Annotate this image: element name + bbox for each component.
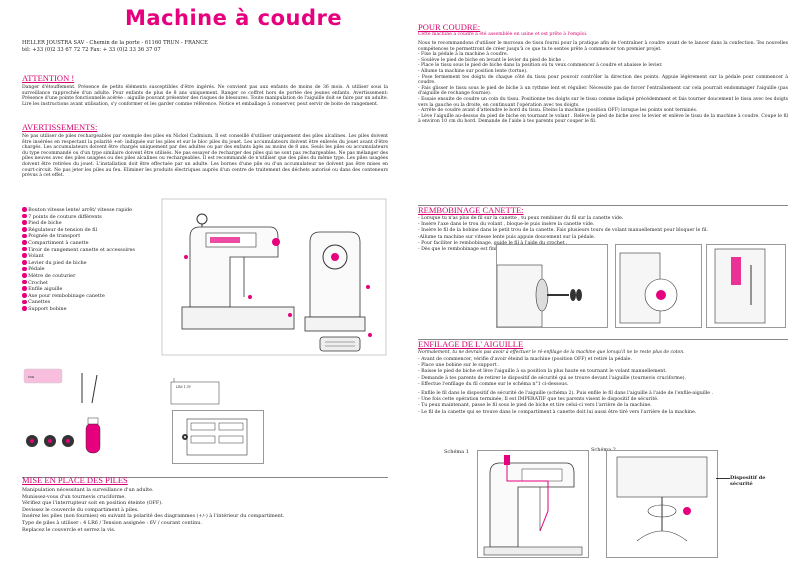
list-item: Pédale (22, 266, 172, 273)
dispositif-label: Dispositif de sécurité (730, 475, 766, 487)
text-line: - Lève l'aiguille au-dessus du pied de b… (418, 113, 788, 125)
threading-schema-2 (606, 450, 718, 558)
dispositif-pointer (716, 478, 730, 479)
enfilage-heading: ENFILAGE DE L' AIGUILLE (418, 339, 524, 349)
text-line: - Fixe la pédale à la machine à coudre. (418, 52, 509, 58)
text-line: Replacez le couvercle et serrez la vis. (22, 526, 116, 533)
text-line: - Effectue l'enfilage du fil comme sur l… (418, 381, 569, 387)
text-line: - Enfile le fil dans le dispositif de sé… (418, 391, 714, 397)
list-item: Enfile aiguille (22, 286, 172, 293)
text-line: Munissez-vous d'un tournevis cruciforme. (22, 493, 126, 500)
text-line: - Lorsque tu n'as plus de fil sur la can… (418, 216, 624, 221)
number-badge (22, 226, 27, 232)
enfilage-text: - Avant de commencer, vérifie d'avoir ét… (418, 357, 788, 416)
text-line: Insérez les piles (non fournies) en suiv… (22, 513, 285, 520)
list-item: 7 points de couture différents (22, 214, 172, 221)
avertissements-heading: AVERTISSEMENTS: (22, 122, 98, 132)
text-line: - Avant de commencer, vérifie d'avoir ét… (418, 357, 632, 362)
divider (418, 205, 788, 206)
text-line: Type de piles à utiliser : 4 LR6 / Tensi… (22, 519, 202, 526)
attention-heading: ATTENTION ! (22, 73, 75, 83)
text-line: - Place le tissu sous le pied de biche d… (418, 63, 663, 69)
text-line: - Demande à tes parents de retirer le di… (418, 375, 686, 381)
list-item: Canettes (22, 299, 172, 306)
schema-2-label: Schéma 2 (591, 447, 616, 453)
text-line: - Tu peux maintenant, passe le fil sous … (418, 403, 652, 409)
pour-coudre-text: Nous te recommandons d'utiliser le morce… (418, 41, 788, 125)
text-line: - Le fil de la canette qui se trouve dan… (418, 409, 697, 415)
text-line: Devissez le couvercle du compartiment à … (22, 506, 139, 513)
text-line: - Pour faciliter le rembobinage, guide l… (418, 240, 568, 246)
enfilage-subheading: Normalement, tu ne devrais pas avoir à e… (418, 350, 685, 355)
number-badge (22, 207, 27, 212)
text-line: - Baisse le pied de biche et lève l'aigu… (418, 369, 667, 375)
text-line: - Pose fermement tes doigts de chaque cô… (418, 74, 788, 86)
text-line: - Insère l'axe dans le trou du volant , … (418, 222, 595, 228)
list-item: Régulateur de tension de fil (22, 227, 172, 234)
text-line: -Allume ta machine sur vitesse lente pui… (418, 234, 596, 240)
text-line: Nous te recommandons d'utiliser le morce… (418, 41, 788, 52)
text-line: - Arrête de coudre avant d'atteindre le … (418, 108, 698, 114)
text-line: Manipulation nécessitant la surveillance… (22, 487, 154, 493)
machine-illustration (160, 197, 388, 357)
number-badge (22, 253, 27, 258)
list-item: Mètre de couturier (22, 273, 172, 280)
number-badge (22, 299, 27, 305)
address-line: HELLER JOUSTRA SAV - Chemin de la porte … (22, 40, 208, 46)
schema-1-label: Schéma 1 (444, 449, 469, 455)
text-line: - Place une bobine sur le support . (418, 363, 500, 369)
battery-compartment-illustration (172, 410, 264, 464)
list-item: Compartiment à canette (22, 240, 172, 247)
list-item: Bouton vitesse lente/ arrêt/ vitesse rap… (22, 207, 172, 214)
list-item: Volant (22, 253, 172, 260)
pour-coudre-heading: POUR COUDRE: (418, 22, 481, 32)
list-item: Support bobine (22, 306, 172, 313)
list-item: Crochet (22, 280, 172, 287)
list-item: Levier du pied de biche (22, 260, 172, 267)
number-badge (22, 266, 27, 272)
battery-cover-illustration (170, 378, 220, 406)
list-item: Pied de biche (22, 220, 172, 227)
bobbin-winding-illustration-3 (706, 244, 786, 328)
mise-en-place-heading: MISE EN PLACE DES PILES (22, 475, 128, 485)
list-item: Tiroir de rangement canette et accessoir… (22, 247, 172, 254)
attention-text: Danger d'étouffement. Présence de petits… (22, 85, 388, 107)
number-badge (22, 220, 27, 225)
address-block: HELLER JOUSTRA SAV - Chemin de la porte … (22, 40, 252, 54)
text-line: - Allume ta machine sur position lente (… (418, 68, 528, 74)
bobbin-winding-illustration-1 (496, 244, 608, 328)
number-badge (22, 240, 27, 245)
number-badge (22, 273, 27, 278)
number-badge (22, 292, 27, 298)
threading-schema-1 (477, 450, 589, 558)
avertissements-text: Ne pas utiliser de piles rechargeables p… (22, 134, 388, 179)
accessories-illustration: cm (22, 363, 162, 463)
number-badge (22, 233, 27, 239)
number-badge (22, 286, 27, 291)
text-line: - Insère le fil de la bobine dans le pet… (418, 228, 708, 234)
pour-coudre-subheading: Cette machine à coudre a été assemblée e… (418, 32, 588, 37)
text-line: - Une fois cette opération terminée, Il … (418, 397, 659, 403)
rembobinage-heading: REMBOBINAGE CANETTE: (418, 205, 524, 215)
number-badge (22, 279, 27, 285)
mise-en-place-text: Manipulation nécessitant la surveillance… (22, 487, 388, 533)
number-badge (22, 246, 27, 252)
parts-list: Bouton vitesse lente/ arrêt/ vitesse rap… (22, 207, 172, 313)
battery-label: LR6 1.5V (176, 385, 191, 389)
list-item: Poignée de transport (22, 233, 172, 240)
text-line: - Essaie ensuite de coudre un coin du ti… (418, 96, 788, 108)
divider (22, 477, 388, 478)
list-item: Axe pour rembobinage canette (22, 293, 172, 300)
number-badge (22, 306, 27, 311)
text-line: - Soulève le pied de biche en levant le … (418, 57, 565, 63)
number-badge (22, 213, 27, 219)
text-line: - Fais glisser le tissu sous le pied de … (418, 85, 788, 97)
text-line: Vérifiez que l'interrupteur soit en posi… (22, 500, 163, 507)
bobbin-winding-illustration-2 (615, 244, 702, 328)
divider (418, 339, 788, 340)
page-title: Machine à coudre (125, 6, 343, 30)
svg-text:cm: cm (28, 374, 34, 379)
number-badge (22, 259, 27, 265)
phone-line: tél: +33 (0)2 33 67 72 72 Fax: + 33 (0)2… (22, 47, 161, 53)
